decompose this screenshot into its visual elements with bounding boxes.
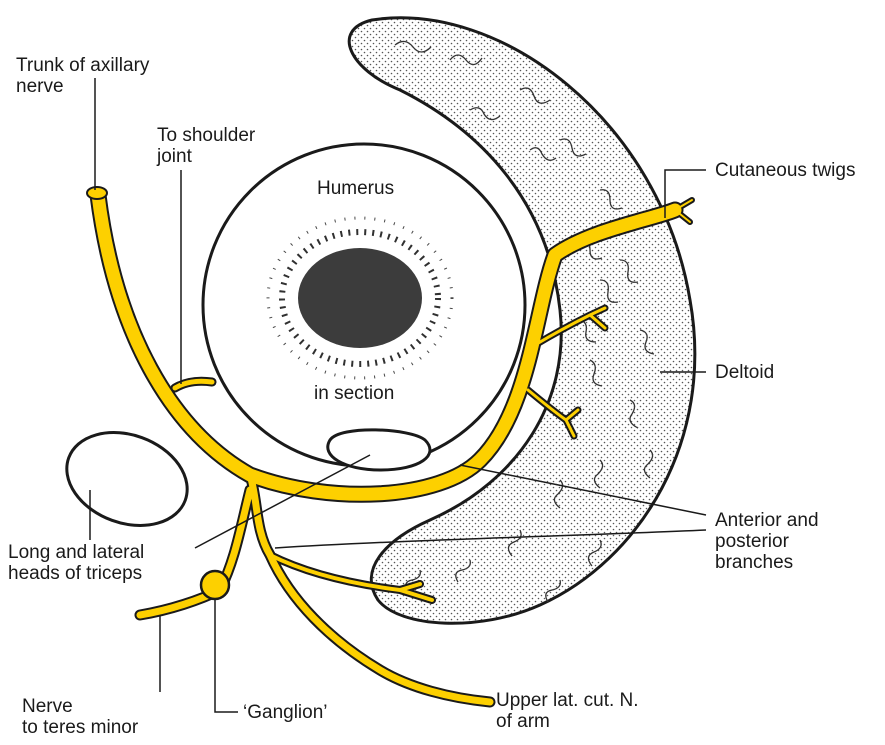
label-line: heads of triceps <box>8 563 144 584</box>
label-nerve-teres-minor: Nerve to teres minor <box>22 696 138 738</box>
label-line: posterior <box>715 531 819 552</box>
label-upper-lateral-cutaneous-nerve: Upper lat. cut. N. of arm <box>496 690 639 732</box>
label-line: Nerve <box>22 696 138 717</box>
label-line: Deltoid <box>715 362 774 383</box>
label-anterior-posterior-branches: Anterior and posterior branches <box>715 510 819 573</box>
label-cutaneous-twigs: Cutaneous twigs <box>715 160 855 181</box>
label-line: ‘Ganglion’ <box>243 702 328 723</box>
label-line: joint <box>157 146 255 167</box>
ganglion-swelling <box>201 571 229 599</box>
label-line: Cutaneous twigs <box>715 160 855 181</box>
label-humerus: Humerus <box>317 178 394 199</box>
label-line: Upper lat. cut. N. <box>496 690 639 711</box>
label-line: branches <box>715 552 819 573</box>
label-line: Long and lateral <box>8 542 144 563</box>
nerve-trunk-cut-end <box>87 187 107 199</box>
label-line: Humerus <box>317 178 394 199</box>
label-in-section: in section <box>314 383 394 404</box>
label-line: to teres minor <box>22 717 138 738</box>
label-line: nerve <box>16 76 149 97</box>
label-line: To shoulder <box>157 125 255 146</box>
triceps-lateral-head <box>328 430 430 470</box>
label-line: in section <box>314 383 394 404</box>
label-shoulder-joint: To shoulder joint <box>157 125 255 167</box>
label-line: Anterior and <box>715 510 819 531</box>
label-trunk-axillary-nerve: Trunk of axillary nerve <box>16 55 149 97</box>
label-ganglion: ‘Ganglion’ <box>243 702 328 723</box>
triceps-long-head <box>54 416 201 541</box>
label-line: Trunk of axillary <box>16 55 149 76</box>
label-triceps-heads: Long and lateral heads of triceps <box>8 542 144 584</box>
label-deltoid: Deltoid <box>715 362 774 383</box>
label-line: of arm <box>496 711 639 732</box>
